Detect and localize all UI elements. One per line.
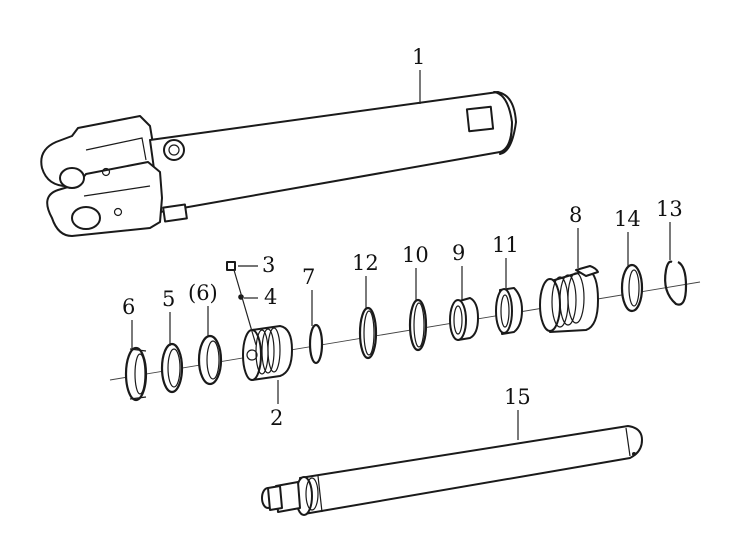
label-part-15: 15 — [504, 385, 531, 409]
part-5-ring — [160, 342, 184, 394]
screw-axis-line — [233, 269, 257, 346]
part-3-screw — [226, 261, 236, 271]
label-part-8: 8 — [569, 203, 582, 227]
label-part-14: 14 — [614, 207, 641, 231]
label-part-12: 12 — [352, 251, 379, 275]
label-part-1: 1 — [412, 45, 425, 69]
label-part-4: 4 — [264, 285, 277, 309]
label-part-6b: (6) — [188, 281, 218, 305]
part-8-gland — [539, 265, 599, 333]
part-15-piston-rod — [261, 425, 643, 516]
label-part-6: 6 — [122, 295, 135, 319]
part-14-ring — [620, 263, 644, 313]
part-10-ring — [408, 298, 428, 352]
part-12-ring — [358, 306, 378, 360]
cylinder-barrel — [40, 91, 517, 237]
part-2-piston — [242, 325, 293, 381]
label-part-10: 10 — [402, 243, 429, 267]
label-part-5: 5 — [162, 287, 175, 311]
part-6-ring — [124, 346, 148, 402]
label-part-2: 2 — [270, 406, 283, 430]
label-part-11: 11 — [492, 233, 519, 257]
part-9-bushing — [449, 297, 479, 341]
label-part-13: 13 — [656, 197, 683, 221]
part-13-snap-ring — [664, 260, 688, 306]
part-7-oring — [308, 323, 324, 365]
part-6b-ring — [197, 334, 223, 386]
label-part-7: 7 — [302, 265, 315, 289]
label-part-3: 3 — [262, 253, 275, 277]
part-11-ring — [495, 287, 523, 335]
label-part-9: 9 — [452, 241, 465, 265]
